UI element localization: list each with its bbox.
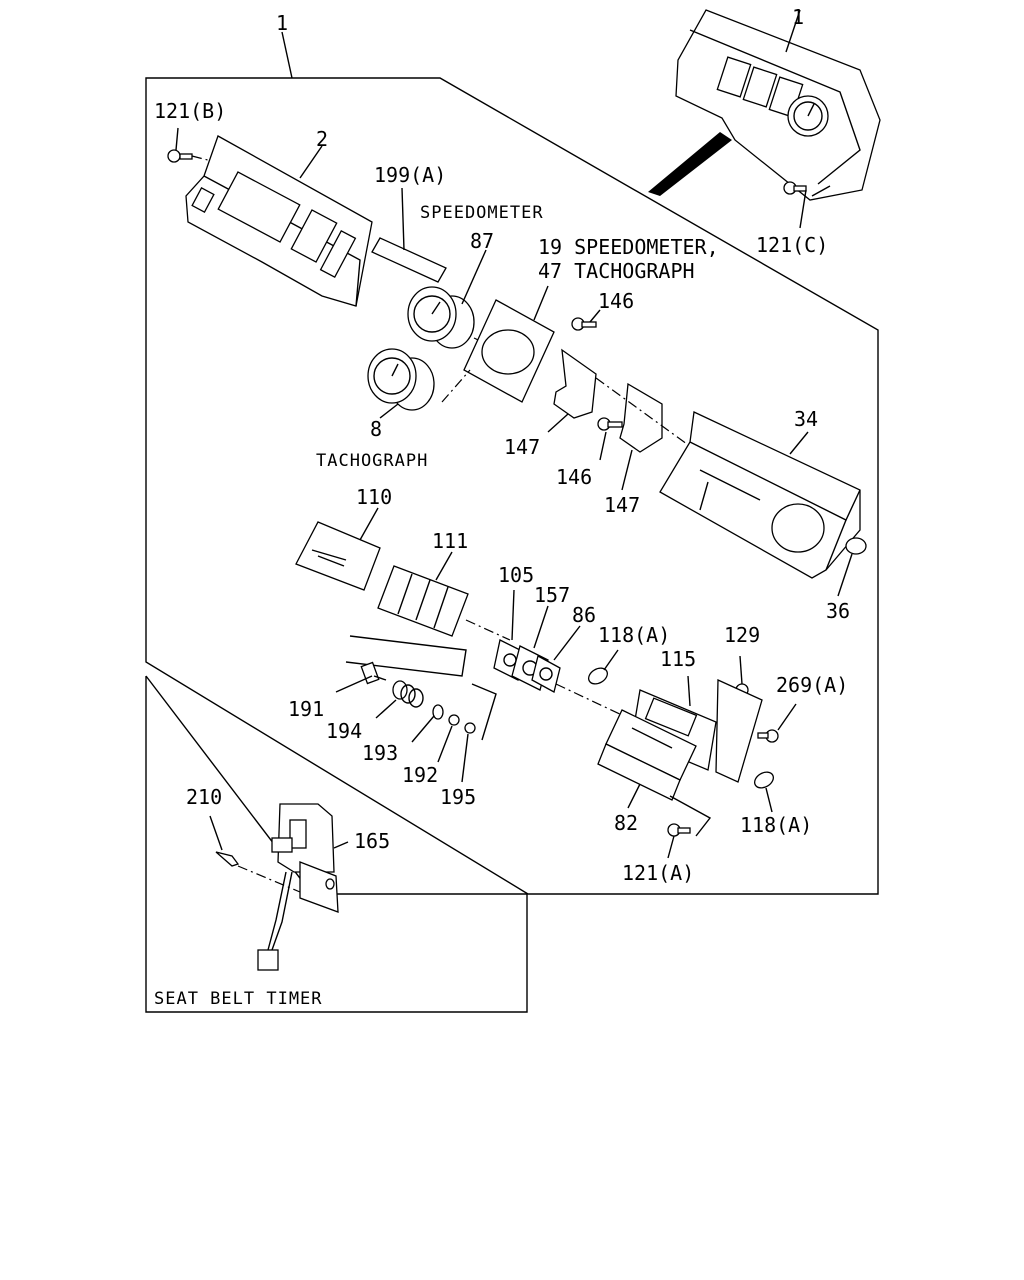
label-1-ref: 1 xyxy=(792,5,804,29)
label-121a: 121(A) xyxy=(622,861,694,885)
leader-1-ref xyxy=(785,9,801,53)
label-121c: 121(C) xyxy=(756,233,828,257)
lens-110 xyxy=(295,521,381,591)
label-1-main: 1 xyxy=(276,11,288,35)
circuit-board-115 xyxy=(631,679,763,783)
label-121b: 121(B) xyxy=(154,99,226,123)
assembled-cluster-illustration xyxy=(648,9,881,201)
label-47: 47 TACHOGRAPH xyxy=(538,259,695,283)
bulb-118a-upper xyxy=(588,667,608,685)
label-118a-lower: 118(A) xyxy=(740,813,812,837)
label-tachograph: TACHOGRAPH xyxy=(316,451,428,471)
label-19: 19 SPEEDOMETER, xyxy=(538,235,719,259)
main-frame xyxy=(145,77,879,895)
label-118a-upper: 118(A) xyxy=(598,623,670,647)
label-210: 210 xyxy=(186,785,222,809)
screw-146-upper xyxy=(571,317,597,331)
face-plate-19 xyxy=(463,299,555,403)
label-195: 195 xyxy=(440,785,476,809)
label-110: 110 xyxy=(356,485,392,509)
label-129: 129 xyxy=(724,623,760,647)
screw-146-lower xyxy=(597,417,623,431)
bracket-147-left xyxy=(553,348,597,419)
label-146-upper: 146 xyxy=(598,289,634,313)
screw-269a xyxy=(757,729,779,743)
printed-circuit-82 xyxy=(597,709,697,801)
label-115: 115 xyxy=(660,647,696,671)
tachograph-gauge-8 xyxy=(367,348,435,411)
label-194: 194 xyxy=(326,719,362,743)
label-147-left: 147 xyxy=(504,435,540,459)
label-146-lower: 146 xyxy=(556,465,592,489)
bracket-147-right xyxy=(619,382,663,453)
label-36: 36 xyxy=(826,599,850,623)
label-87: 87 xyxy=(470,229,494,253)
grommet-36 xyxy=(845,537,867,555)
screw-121b xyxy=(167,149,193,163)
screw-121c xyxy=(783,181,807,195)
cluster-bezel-2 xyxy=(185,135,373,307)
gauge-86 xyxy=(531,655,561,693)
label-199a: 199(A) xyxy=(374,163,446,187)
socket-parts-group xyxy=(345,635,497,741)
label-191: 191 xyxy=(288,697,324,721)
bulb-118a-lower xyxy=(754,771,774,789)
seat-belt-timer-unit-165 xyxy=(257,803,339,971)
leader-1 xyxy=(281,31,293,79)
warning-panel-111 xyxy=(377,565,469,637)
label-86: 86 xyxy=(572,603,596,627)
screw-121a xyxy=(667,823,691,837)
screw-210 xyxy=(215,851,240,867)
label-seat-belt-timer: SEAT BELT TIMER xyxy=(154,989,323,1009)
label-105: 105 xyxy=(498,563,534,587)
speedometer-gauge-87 xyxy=(407,286,475,349)
label-269a: 269(A) xyxy=(776,673,848,697)
label-82: 82 xyxy=(614,811,638,835)
label-147-right: 147 xyxy=(604,493,640,517)
label-193: 193 xyxy=(362,741,398,765)
label-157: 157 xyxy=(534,583,570,607)
strip-199a xyxy=(371,237,447,283)
label-speedometer: SPEEDOMETER xyxy=(420,203,544,223)
label-111: 111 xyxy=(432,529,468,553)
label-192: 192 xyxy=(402,763,438,787)
label-8: 8 xyxy=(370,417,382,441)
cluster-housing-34 xyxy=(659,411,861,579)
label-34: 34 xyxy=(794,407,818,431)
label-165: 165 xyxy=(354,829,390,853)
label-2: 2 xyxy=(316,127,328,151)
